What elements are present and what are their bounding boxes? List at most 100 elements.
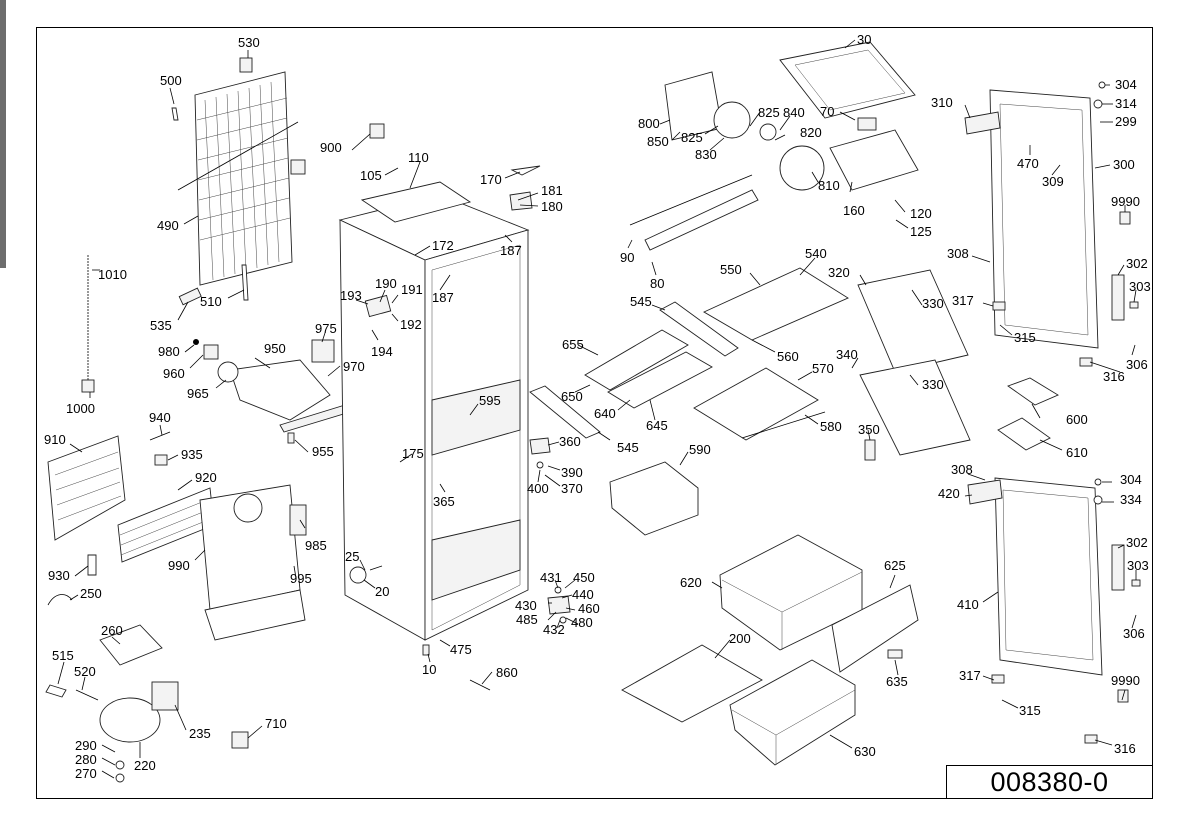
label-635-part[interactable] [887, 649, 903, 659]
window-edge-strip [0, 0, 6, 268]
fan-bracket-950-part[interactable] [193, 339, 351, 444]
door-bins-330-part[interactable] [857, 269, 971, 461]
callout-365: 365 [433, 494, 455, 509]
callout-645: 645 [646, 418, 668, 433]
hinge-assembly-430-part[interactable] [547, 586, 571, 624]
divider-545b-part[interactable] [529, 385, 601, 439]
callout-303-bottom: 303 [1127, 558, 1149, 573]
callout-180: 180 [541, 199, 563, 214]
callout-105: 105 [360, 168, 382, 183]
capillary-tube-part[interactable] [81, 255, 95, 393]
callout-192: 192 [400, 317, 422, 332]
glass-plate-200-part[interactable] [621, 644, 763, 723]
rail-90-part[interactable] [629, 174, 759, 251]
callout-410: 410 [957, 597, 979, 612]
callout-110: 110 [408, 150, 429, 165]
callout-540: 540 [805, 246, 827, 261]
callout-965: 965 [187, 386, 209, 401]
hinge-bracket-360-part[interactable] [529, 437, 551, 469]
evaporator-920-part[interactable] [117, 487, 215, 563]
drawer-front-625-part[interactable] [831, 584, 919, 673]
compressor-220-part[interactable] [45, 624, 249, 783]
callout-655: 655 [562, 337, 584, 352]
callout-710: 710 [265, 716, 287, 731]
callout-975: 975 [315, 321, 337, 336]
callout-90: 90 [620, 250, 634, 265]
condenser-coil-part[interactable] [177, 57, 299, 306]
cabinet-shell-part[interactable] [338, 181, 530, 641]
callout-940: 940 [149, 410, 171, 425]
callout-920: 920 [195, 470, 217, 485]
ice-tray-610-part[interactable] [997, 417, 1051, 451]
callout-490: 490 [157, 218, 179, 233]
callout-440: 440 [572, 587, 594, 602]
callout-825-left: 825 [681, 130, 703, 145]
callout-985: 985 [305, 538, 327, 553]
callout-500: 500 [160, 73, 182, 88]
callout-930: 930 [48, 568, 70, 583]
callout-306-top: 306 [1126, 357, 1148, 372]
callout-545-bottom: 545 [617, 440, 639, 455]
drain-tray-910-part[interactable] [47, 435, 126, 541]
callout-590: 590 [689, 442, 711, 457]
screw-500-part[interactable] [171, 107, 179, 121]
callout-304-top: 304 [1115, 77, 1137, 92]
callout-1010: 1010 [98, 267, 127, 282]
fridge-door-300-part[interactable] [964, 89, 1099, 349]
callout-650: 650 [561, 389, 583, 404]
callout-535: 535 [150, 318, 172, 333]
callout-160: 160 [843, 203, 865, 218]
callout-300: 300 [1113, 157, 1135, 172]
callout-530: 530 [238, 35, 260, 50]
callout-350: 350 [858, 422, 880, 437]
clip-900-part[interactable] [290, 123, 385, 175]
callout-315-bottom: 315 [1019, 703, 1041, 718]
callout-450: 450 [573, 570, 595, 585]
drawing-frame [36, 27, 1153, 799]
freezer-drawer-620-part[interactable] [719, 534, 863, 651]
callout-520: 520 [74, 664, 96, 679]
shelf-trim-545-part[interactable] [659, 301, 739, 357]
glass-shelf-650-part[interactable] [584, 329, 713, 409]
callout-316-top: 316 [1103, 369, 1125, 384]
glass-shelf-540-part[interactable] [703, 267, 849, 341]
ice-tray-600-part[interactable] [1007, 377, 1059, 406]
freezer-drawer-630-part[interactable] [729, 659, 856, 766]
callout-25: 25 [345, 549, 359, 564]
fan-motor-800-part[interactable] [664, 71, 825, 191]
callout-190: 190 [375, 276, 397, 291]
callout-309: 309 [1042, 174, 1064, 189]
callout-980: 980 [158, 344, 180, 359]
callout-193: 193 [340, 288, 362, 303]
glass-shelf-570-part[interactable] [693, 367, 826, 441]
callout-80: 80 [650, 276, 664, 291]
hinge-top-180-part[interactable] [509, 165, 541, 211]
callout-labels: 530 500 900 490 535 510 1010 1000 980 96… [44, 32, 1151, 781]
callout-970: 970 [343, 359, 365, 374]
callout-990: 990 [168, 558, 190, 573]
callout-170: 170 [480, 172, 502, 187]
callout-120: 120 [910, 206, 932, 221]
callout-303-top: 303 [1129, 279, 1151, 294]
callout-308-bottom: 308 [951, 462, 973, 477]
callout-10: 10 [422, 662, 436, 677]
callout-360: 360 [559, 434, 581, 449]
callout-860: 860 [496, 665, 518, 680]
fan-cover-990-part[interactable] [199, 484, 307, 641]
callout-187-left: 187 [432, 290, 454, 305]
thermostat-190-part[interactable] [364, 294, 392, 318]
control-housing-30-part[interactable] [779, 41, 916, 119]
callout-820: 820 [800, 125, 822, 140]
feet-20-part[interactable] [349, 565, 491, 691]
misc-940-935-930-part[interactable] [47, 431, 171, 606]
callout-175: 175 [402, 446, 424, 461]
callout-9990-bottom: 9990 [1111, 673, 1140, 688]
callout-70: 70 [820, 104, 834, 119]
vegetable-bin-590-part[interactable] [609, 461, 699, 536]
leader-lines [57, 39, 1137, 779]
lamp-cover-160-part[interactable] [829, 117, 919, 191]
callout-334: 334 [1120, 492, 1142, 507]
callout-330-bottom: 330 [922, 377, 944, 392]
freezer-door-400-part[interactable] [967, 477, 1103, 676]
